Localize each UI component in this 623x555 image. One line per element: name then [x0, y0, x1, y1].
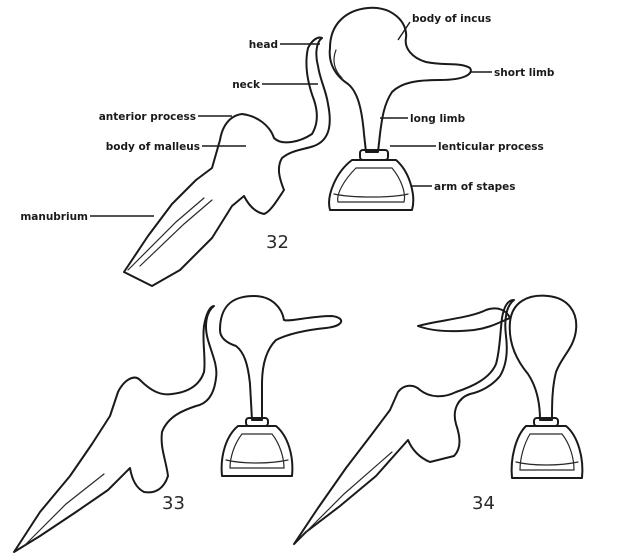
fig32-stapes-footplate: [334, 194, 408, 197]
label-lenticular-process: lenticular process: [438, 141, 544, 153]
figure-34: [294, 296, 582, 544]
label-long-limb: long limb: [410, 113, 466, 125]
fig32-manubrium-groove: [128, 198, 204, 270]
figure-number-32: 32: [266, 232, 289, 253]
fig34-short-limb: [418, 308, 510, 331]
figure-number-33: 33: [162, 493, 185, 514]
fig32-incus-joint: [334, 50, 342, 78]
figure-numbers: 32 33 34: [162, 232, 495, 514]
fig34-incus-outline: [510, 296, 577, 420]
fig33-stapes-footplate: [226, 460, 288, 463]
label-short-limb: short limb: [494, 67, 555, 79]
figure-number-34: 34: [472, 493, 495, 514]
label-arm-of-stapes: arm of stapes: [434, 181, 516, 193]
fig33-incus-outline: [220, 296, 341, 420]
label-anterior-process: anterior process: [99, 111, 196, 123]
label-body-of-incus: body of incus: [412, 13, 491, 25]
label-neck: neck: [232, 79, 261, 91]
fig34-stapes-footplate: [516, 462, 578, 465]
fig33-malleus-outline: [14, 306, 216, 552]
fig32-malleus-outline: [124, 37, 330, 286]
label-body-of-malleus: body of malleus: [106, 141, 200, 153]
fig33-manubrium-line: [24, 474, 104, 546]
fig32-incus-outline: [330, 8, 471, 152]
label-manubrium: manubrium: [20, 211, 88, 223]
label-head: head: [249, 39, 278, 51]
